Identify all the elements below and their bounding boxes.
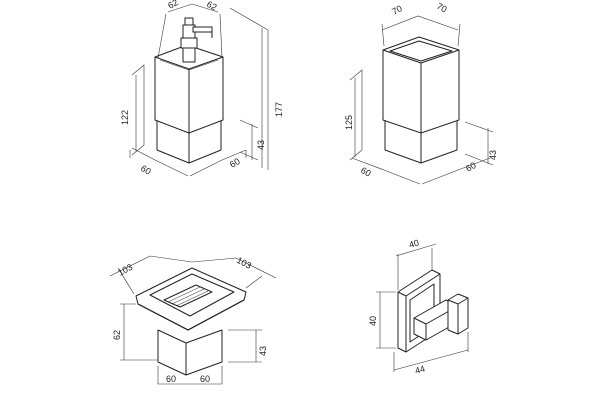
dim-depth: 44 — [414, 364, 426, 376]
dim-bottom-left: 60 — [139, 163, 153, 177]
dim-base-height: 43 — [256, 140, 266, 150]
soap-dispenser-drawing: 62 62 122 177 43 60 60 — [120, 0, 284, 177]
dim-left-height: 62 — [112, 330, 122, 340]
tumbler-drawing: 70 70 125 43 60 60 — [344, 1, 498, 185]
dim-top-right: 62 — [205, 0, 219, 12]
dim-bottom-left: 60 — [359, 165, 373, 179]
dim-height: 40 — [368, 316, 378, 326]
dim-total-height: 177 — [274, 102, 284, 117]
dim-glass-height: 125 — [344, 115, 354, 130]
dim-bottom-right: 60 — [464, 160, 478, 174]
dim-base-height: 43 — [258, 346, 268, 356]
dish-slots — [163, 284, 213, 308]
robe-hook-drawing: 40 40 44 — [368, 238, 469, 376]
dish-base — [157, 329, 223, 376]
soap-dish-drawing: 103 103 62 43 60 60 — [109, 255, 277, 385]
pump-icon — [180, 17, 213, 63]
dim-top-left: 70 — [390, 3, 404, 17]
dim-top-right: 70 — [435, 1, 449, 15]
dim-top: 40 — [408, 238, 420, 250]
dim-top-right: 103 — [235, 255, 253, 271]
dim-top-left: 103 — [116, 262, 134, 278]
dim-bottom-right: 60 — [228, 156, 242, 170]
dim-bottom-right: 60 — [200, 374, 210, 384]
dim-bottom-left: 60 — [166, 374, 176, 384]
dim-top-left: 62 — [166, 0, 180, 11]
dim-base-height: 43 — [488, 150, 498, 160]
dim-glass-height: 122 — [120, 110, 130, 125]
